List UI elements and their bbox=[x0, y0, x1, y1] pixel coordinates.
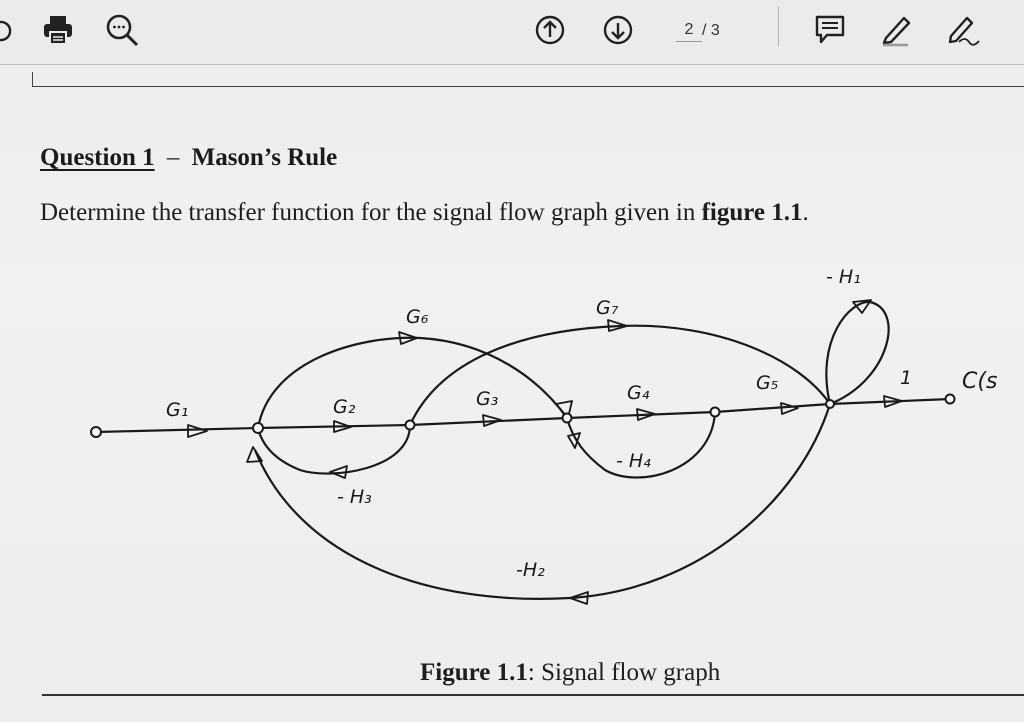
arrow-h2 bbox=[569, 591, 589, 605]
branch-h3 bbox=[256, 424, 412, 475]
branch-output bbox=[829, 397, 951, 406]
branch-g3 bbox=[409, 416, 568, 427]
previous-page-edge bbox=[32, 72, 1024, 87]
question-dash: – bbox=[166, 144, 180, 171]
toolbar-divider bbox=[778, 6, 779, 46]
figure-caption-text: : Signal flow graph bbox=[527, 659, 721, 686]
comment-icon[interactable] bbox=[810, 10, 850, 50]
label-h1: - H₁ bbox=[826, 266, 861, 288]
arrow-g4 bbox=[636, 408, 656, 421]
arrow-g6-end bbox=[555, 400, 573, 419]
branch-g1 bbox=[95, 426, 259, 434]
question-period: . bbox=[802, 199, 809, 226]
label-h4: - H₄ bbox=[616, 450, 651, 472]
node-3 bbox=[561, 412, 573, 424]
arrow-g2 bbox=[333, 420, 352, 433]
arrow-g3 bbox=[482, 414, 502, 427]
pen-icon[interactable] bbox=[876, 10, 916, 50]
branch-g5 bbox=[714, 402, 831, 414]
node-input bbox=[90, 426, 102, 438]
arrow-h3 bbox=[329, 465, 348, 479]
signal-flow-graph: G₁ G₂ G₃ G₄ G₅ G₆ G₇ - H₁ -H₂ - H₃ - H₄ … bbox=[90, 266, 997, 605]
label-h3: - H₃ bbox=[337, 486, 372, 508]
label-g6: G₆ bbox=[406, 306, 429, 328]
label-output: C(s bbox=[962, 369, 997, 394]
arrow-up-icon[interactable] bbox=[530, 10, 570, 50]
label-g7: G₇ bbox=[596, 297, 619, 319]
arrow-g5 bbox=[780, 402, 799, 415]
label-g1: G₁ bbox=[166, 399, 188, 421]
back-icon[interactable] bbox=[0, 10, 18, 50]
arrow-h1 bbox=[852, 299, 872, 314]
label-g2: G₂ bbox=[333, 396, 356, 418]
page-number-input[interactable]: 2 bbox=[676, 21, 702, 42]
section-divider bbox=[42, 694, 1024, 696]
print-icon[interactable] bbox=[38, 10, 78, 50]
branch-g6 bbox=[256, 336, 568, 429]
node-5 bbox=[825, 399, 835, 409]
question-body-text: Determine the transfer function for the … bbox=[40, 199, 696, 226]
viewer-toolbar: 2 / 3 bbox=[0, 0, 1024, 65]
page-total: / 3 bbox=[702, 22, 720, 39]
node-output bbox=[944, 393, 956, 405]
question-topic: Mason’s Rule bbox=[191, 144, 338, 171]
arrow-g6 bbox=[398, 331, 418, 345]
figure-reference: figure 1.1 bbox=[701, 199, 803, 226]
branch-g4 bbox=[566, 410, 716, 420]
branch-g7 bbox=[409, 324, 831, 426]
search-icon[interactable] bbox=[102, 10, 142, 50]
label-g3: G₃ bbox=[476, 388, 498, 410]
arrow-h2-end bbox=[246, 446, 263, 463]
node-4 bbox=[709, 406, 721, 418]
arrow-g1 bbox=[187, 424, 208, 438]
arrow-down-icon[interactable] bbox=[598, 10, 638, 50]
question-title: Question 1 – Mason’s Rule bbox=[40, 144, 337, 172]
label-g4: G₄ bbox=[627, 382, 650, 404]
figure-caption-label: Figure 1.1 bbox=[420, 659, 528, 686]
sign-icon[interactable] bbox=[944, 10, 984, 50]
question-label: Question 1 bbox=[40, 144, 155, 171]
node-1 bbox=[252, 422, 264, 434]
page-indicator: 2 / 3 bbox=[676, 16, 720, 46]
arrow-output bbox=[883, 395, 903, 408]
branch-h1 bbox=[825, 300, 890, 406]
figure-caption: Figure 1.1: Signal flow graph bbox=[420, 659, 720, 687]
question-text: Determine the transfer function for the … bbox=[40, 199, 809, 227]
document-page: Question 1 – Mason’s Rule Determine the … bbox=[0, 64, 1024, 722]
label-h2: -H₂ bbox=[516, 559, 545, 581]
label-g5: G₅ bbox=[756, 372, 778, 394]
node-2 bbox=[404, 419, 416, 431]
arrow-h4 bbox=[567, 432, 581, 449]
arrow-g7 bbox=[607, 319, 628, 332]
label-one: 1 bbox=[900, 367, 912, 389]
